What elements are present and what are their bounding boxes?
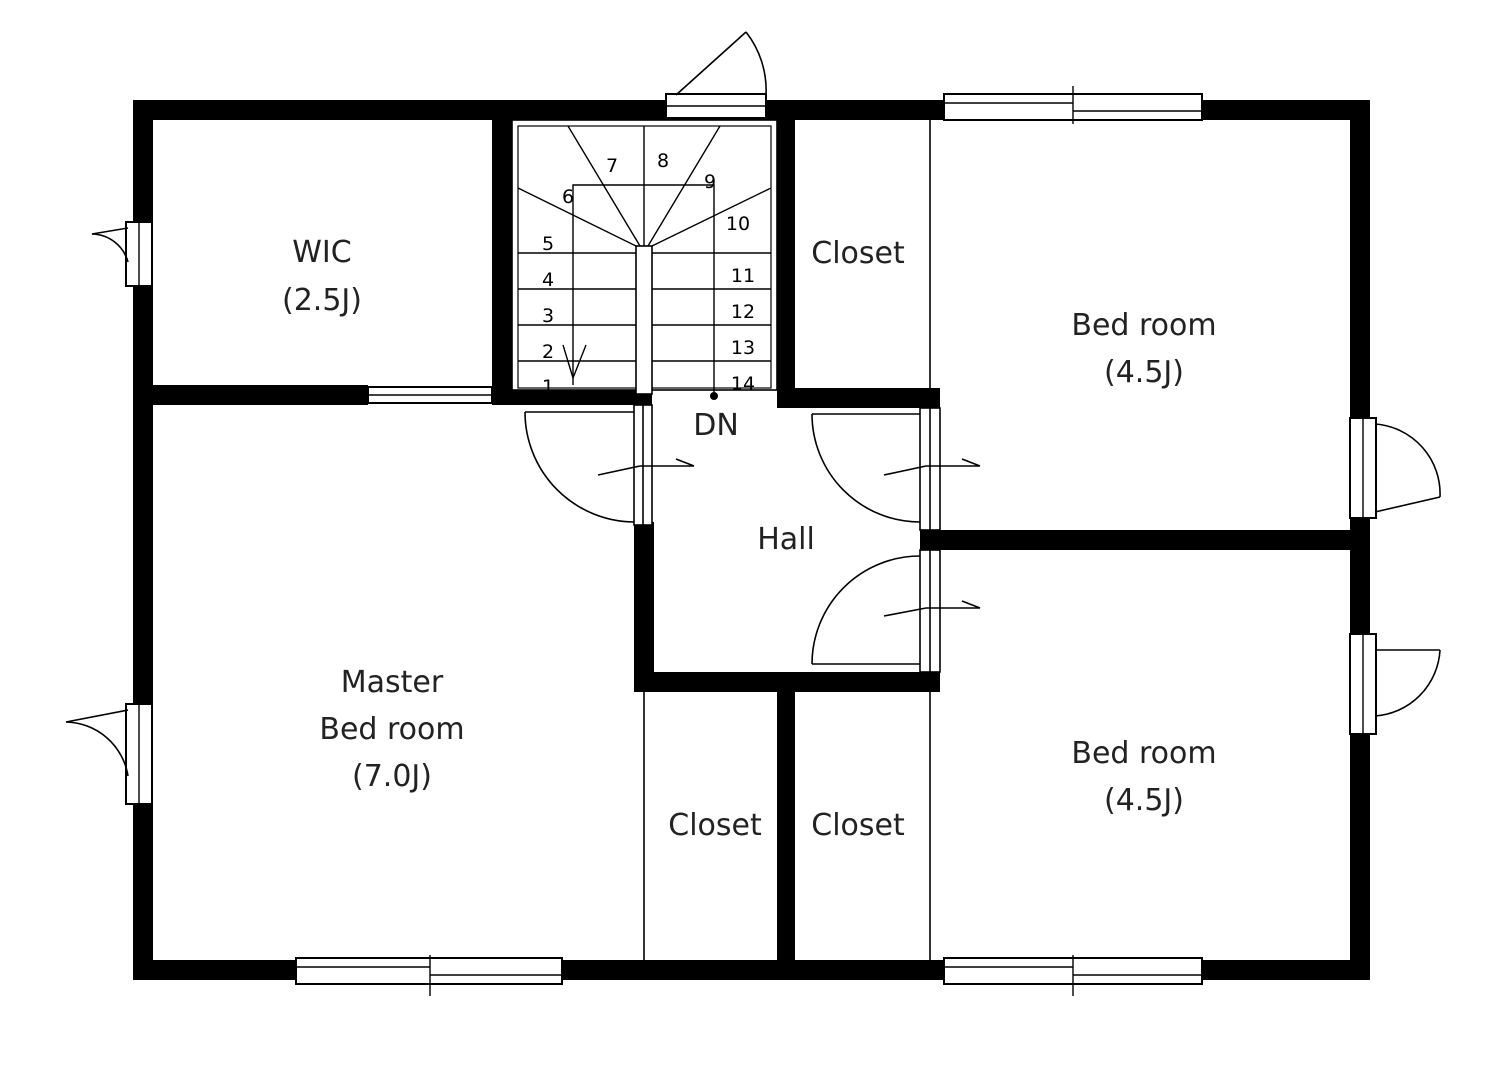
thin-partitions	[633, 118, 941, 962]
wall-stair-left	[492, 110, 512, 405]
stair-step-1: 1	[542, 376, 554, 398]
wall-bedrooms	[920, 530, 1360, 550]
stair-step-7: 7	[606, 155, 618, 177]
closet-bottom-left-label: Closet	[668, 808, 762, 843]
stair-step-14: 14	[731, 373, 755, 395]
windows	[125, 86, 1377, 996]
room-labels: WIC (2.5J) Master Bed room (7.0J) Bed ro…	[282, 235, 1217, 843]
stair-step-2: 2	[542, 341, 554, 363]
bedroom-upper-size: (4.5J)	[1104, 355, 1184, 390]
wall-hall-left	[634, 522, 654, 692]
stair-step-8: 8	[657, 150, 669, 172]
window-master-bottom	[295, 957, 563, 985]
master-label-line1: Master	[341, 665, 444, 700]
door-swings	[65, 31, 1441, 777]
stair-step-9: 9	[704, 171, 716, 193]
bedroom-upper-name: Bed room	[1071, 308, 1216, 343]
stair-direction-label: DN	[693, 408, 739, 443]
master-label-line2: Bed room	[319, 712, 464, 747]
wall-wic-master	[133, 385, 368, 405]
wall-hall-bottom	[634, 672, 940, 692]
wall-stair-right	[777, 110, 795, 407]
stair-step-10: 10	[726, 213, 750, 235]
bedroom-lower-size: (4.5J)	[1104, 783, 1184, 818]
closet-bottom-right-label: Closet	[811, 808, 905, 843]
wall-closets-divider	[777, 690, 795, 970]
bedroom-lower-name: Bed room	[1071, 736, 1216, 771]
stair-step-5: 5	[542, 233, 554, 255]
stair-step-11: 11	[731, 265, 755, 287]
stair-step-13: 13	[731, 337, 755, 359]
stair-step-4: 4	[542, 269, 554, 291]
closet-top-label: Closet	[811, 236, 905, 271]
wic-name: WIC	[292, 235, 351, 270]
master-size: (7.0J)	[352, 759, 432, 794]
wall-stair-bottom	[492, 388, 652, 405]
hall-label: Hall	[757, 522, 815, 557]
stair-step-12: 12	[731, 301, 755, 323]
staircase: 1 2 3 4 5 6 7 8 9 10 11 12 13 14	[511, 119, 778, 400]
stair-step-6: 6	[562, 186, 574, 208]
wic-size: (2.5J)	[282, 283, 362, 318]
stair-step-3: 3	[542, 305, 554, 327]
wall-closet-top-bottom	[777, 388, 940, 408]
